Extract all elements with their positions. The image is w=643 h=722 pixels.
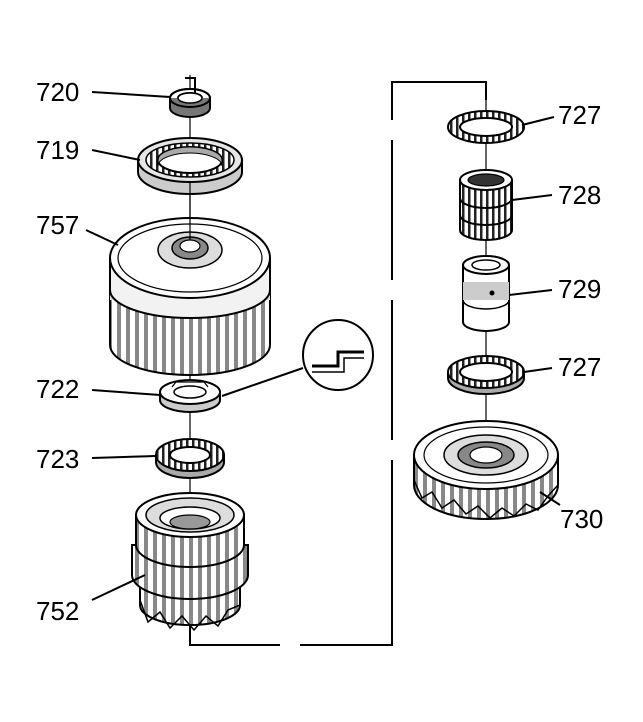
- callout-722: 722: [36, 374, 79, 404]
- callout-728: 728: [558, 180, 601, 210]
- assembly-connector-line: [189, 81, 487, 647]
- part-727-thrust-bearing-top: [447, 110, 525, 144]
- detail-magnifier-circle: [221, 319, 374, 397]
- callout-719: 719: [36, 135, 79, 165]
- part-723-needle-bearing: [155, 438, 225, 479]
- part-728-needle-cage: [459, 169, 513, 241]
- part-729-sleeve: [462, 255, 510, 332]
- callout-727-top: 727: [558, 100, 601, 130]
- part-730-helical-gear: [413, 420, 559, 520]
- part-757-clutch-housing: [109, 182, 271, 376]
- part-752-gear-assembly: [131, 492, 249, 632]
- callout-730: 730: [560, 504, 603, 534]
- part-720-bushing: [169, 77, 211, 118]
- part-727-thrust-bearing-bottom: [447, 355, 525, 395]
- leader-lines: [85, 91, 561, 601]
- callout-720: 720: [36, 77, 79, 107]
- callout-723: 723: [36, 444, 79, 474]
- callout-752: 752: [36, 596, 79, 626]
- part-722-thrust-washer: [159, 379, 221, 413]
- callout-757: 757: [36, 210, 79, 240]
- callout-729: 729: [558, 274, 601, 304]
- callout-727-bottom: 727: [558, 352, 601, 382]
